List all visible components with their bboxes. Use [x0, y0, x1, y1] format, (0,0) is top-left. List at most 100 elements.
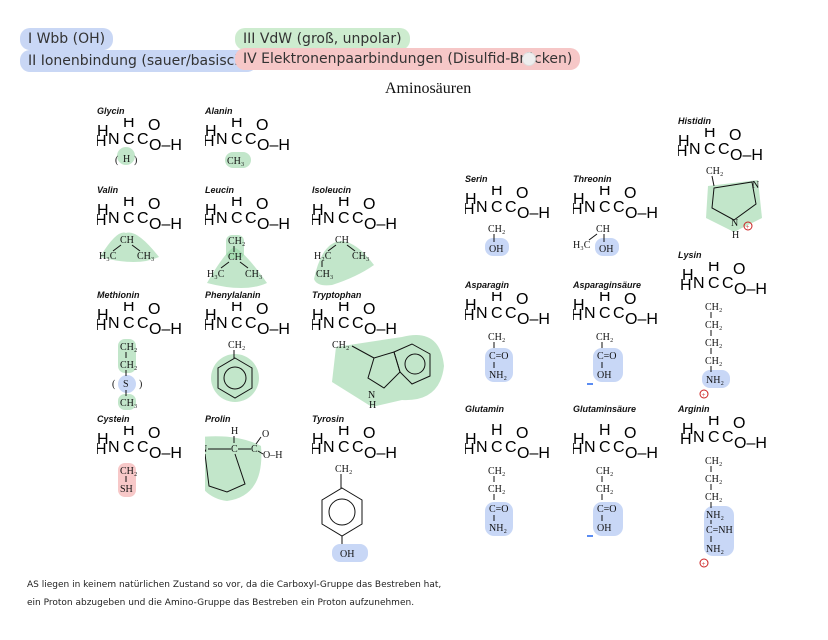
svg-text:N: N	[205, 444, 207, 455]
amino-name: Methionin	[97, 290, 140, 300]
svg-text:CH₂: CH₂	[488, 332, 505, 343]
amino-name: Asparagin	[465, 280, 510, 290]
svg-text:CH₂: CH₂	[120, 360, 137, 371]
structure-lysin: CH₂ CH₂ CH₂ CH₂ NH₂ +	[680, 262, 767, 399]
structure-methionin: CH₂ CH₂ ( S) CH₃	[97, 302, 182, 410]
svg-text:): )	[134, 155, 137, 166]
amino-name: Glutaminsäure	[573, 404, 637, 414]
svg-text:N: N	[368, 390, 375, 401]
amino-name: Alanin	[205, 106, 233, 116]
svg-text:OH: OH	[340, 549, 354, 560]
svg-text:H: H	[732, 230, 739, 241]
structure-tryptophan: CH₂ NH	[312, 302, 444, 411]
svg-text:C=O: C=O	[597, 504, 617, 515]
svg-text:O–H: O–H	[263, 450, 282, 461]
amino-name: Asparaginsäure	[573, 280, 642, 290]
svg-text:CH₂: CH₂	[706, 166, 723, 177]
svg-text:CH₃: CH₃	[245, 269, 262, 280]
amino-name: Tyrosin	[312, 414, 345, 424]
svg-text:SH: SH	[120, 484, 133, 495]
footnote-line-1: AS liegen in keinem natürlichen Zustand …	[27, 580, 442, 590]
amino-name: Threonin	[573, 174, 612, 184]
amino-name: Histidin	[678, 116, 711, 126]
svg-text:C=O: C=O	[597, 351, 617, 362]
svg-text:CH₂: CH₂	[488, 224, 505, 235]
svg-text:CH₃: CH₃	[352, 251, 369, 262]
svg-text:CH: CH	[228, 252, 242, 263]
footnote-line-2: ein Proton abzugeben und die Amino-Grupp…	[27, 598, 415, 608]
amino-name: Tryptophan	[312, 290, 362, 300]
amino-name: Glutamin	[465, 404, 505, 414]
svg-text:O: O	[262, 429, 269, 440]
svg-text:C=O: C=O	[489, 351, 509, 362]
structure-histidin: CH₂ NNH +	[678, 128, 763, 241]
svg-text:CH₂: CH₂	[596, 484, 613, 495]
structure-arginin: CH₂ CH₂ CH₂ NH₂ C=NH NH₂ +	[680, 416, 767, 568]
structure-valin: CH H₃C CH₃	[97, 197, 182, 262]
svg-text:CH: CH	[596, 224, 610, 235]
svg-text:CH₃: CH₃	[120, 398, 137, 409]
amino-name: Cystein	[97, 414, 130, 424]
svg-text:CH₂: CH₂	[335, 464, 352, 475]
structure-phenylalanin: CH₂	[205, 302, 290, 402]
svg-text:+: +	[702, 560, 706, 568]
svg-text:(: (	[115, 155, 119, 166]
svg-text:N: N	[731, 218, 738, 229]
svg-text:H₂C: H₂C	[314, 251, 332, 262]
svg-text:CH₃: CH₃	[137, 251, 154, 262]
svg-text:NH₂: NH₂	[489, 523, 507, 534]
legend-iii-vdw: III VdW (groß, unpolar)	[235, 28, 410, 50]
svg-text:CH₂: CH₂	[120, 342, 137, 353]
svg-text:OH: OH	[597, 523, 611, 534]
svg-text:H₃C: H₃C	[99, 251, 117, 262]
svg-text:NH₂: NH₂	[706, 544, 724, 555]
svg-text:CH₂: CH₂	[596, 332, 613, 343]
svg-text:CH₂: CH₂	[120, 466, 137, 477]
amino-name: Arginin	[678, 404, 710, 414]
structure-cystein: CH₂ SH	[97, 426, 182, 497]
structure-glutaminsaeure: CH₂ CH₂ C=OOH	[573, 422, 658, 537]
structure-alanin: CH₃	[205, 118, 290, 168]
svg-text:H: H	[123, 154, 130, 165]
svg-text:C=NH: C=NH	[706, 525, 733, 536]
svg-text:OH: OH	[489, 244, 503, 255]
page-title: Aminosäuren	[385, 80, 472, 97]
svg-text:CH₃: CH₃	[227, 156, 244, 167]
tape-mark	[522, 52, 536, 66]
svg-text:): )	[139, 379, 142, 390]
amino-name: Glycin	[97, 106, 125, 116]
svg-text:H: H	[231, 426, 238, 437]
svg-text:C=O: C=O	[489, 504, 509, 515]
amino-name: Serin	[465, 174, 488, 184]
svg-text:CH₂: CH₂	[705, 474, 722, 485]
legend-i-hydrogen-bond: I Wbb (OH)	[20, 28, 114, 50]
amino-name: Prolin	[205, 414, 231, 424]
legend-iv-disulfide: IV Elektronenpaarbindungen (Disulfid-Brü…	[235, 48, 581, 70]
svg-text:CH₂: CH₂	[488, 484, 505, 495]
svg-text:S: S	[123, 379, 129, 390]
svg-text:N: N	[752, 180, 759, 191]
svg-text:CH₂: CH₂	[228, 340, 245, 351]
svg-text:OH: OH	[597, 370, 611, 381]
svg-text:CH₂: CH₂	[488, 466, 505, 477]
svg-text:H₃C: H₃C	[207, 269, 225, 280]
amino-name: Valin	[97, 185, 119, 195]
svg-text:NH₂: NH₂	[706, 510, 724, 521]
svg-text:NH₂: NH₂	[706, 375, 724, 386]
svg-text:OH: OH	[599, 244, 613, 255]
svg-text:CH₂: CH₂	[332, 340, 349, 351]
svg-text:CH₂: CH₂	[705, 338, 722, 349]
structure-glutamin: CH₂ CH₂ C=O NH₂	[465, 422, 550, 536]
svg-text:CH: CH	[120, 235, 134, 246]
structure-asparaginsaeure: CH₂ C=O OH	[573, 292, 658, 385]
structure-glycin: ( H)	[97, 118, 182, 166]
svg-text:(: (	[112, 379, 116, 390]
svg-text:CH: CH	[335, 235, 349, 246]
legend-ii-ionic-bond: II Ionenbindung (sauer/basisch)	[20, 50, 257, 72]
svg-text:+: +	[746, 223, 750, 231]
amino-name: Isoleucin	[312, 185, 352, 195]
